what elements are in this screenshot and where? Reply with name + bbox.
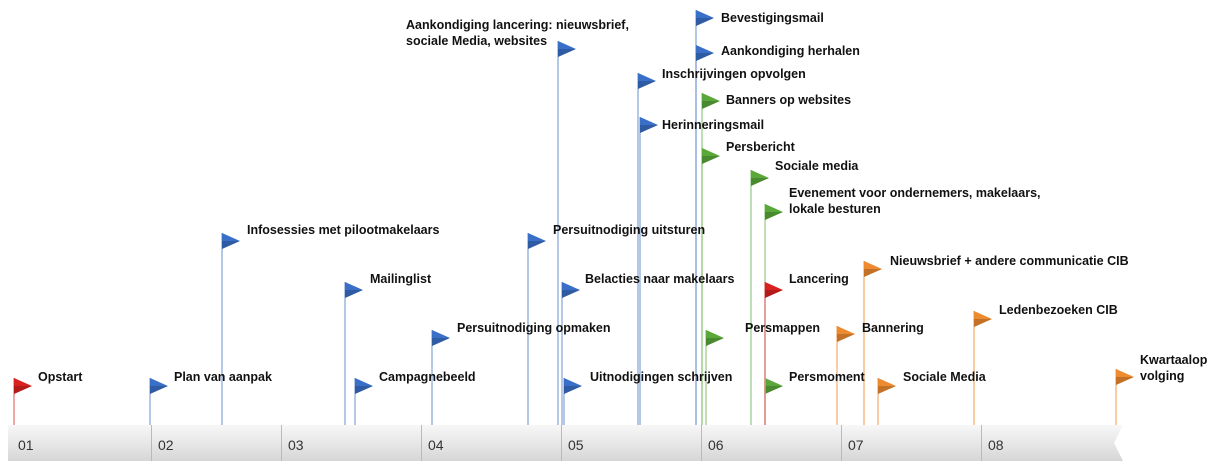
axis-tick xyxy=(151,425,152,461)
milestone-label: Aankondiging herhalen xyxy=(721,44,860,58)
milestone-flag-orange xyxy=(878,378,896,394)
milestone-flag-blue xyxy=(345,282,363,298)
milestone-label: Uitnodigingen schrijven xyxy=(590,370,733,384)
axis-tick xyxy=(841,425,842,461)
axis-tick xyxy=(701,425,702,461)
milestone-flag-blue xyxy=(562,282,580,298)
milestone-flag-blue xyxy=(696,45,714,61)
period-label: 08 xyxy=(988,437,1004,453)
milestone-flag-shade xyxy=(765,386,783,394)
milestone-label: Evenement voor ondernemers, makelaars, l… xyxy=(789,186,1041,216)
milestone-flag-green xyxy=(702,93,720,109)
period-label: 04 xyxy=(428,437,444,453)
milestone-label: Herinneringsmail xyxy=(662,118,765,132)
milestone-label: Bevestigingsmail xyxy=(721,11,824,25)
period-label: 05 xyxy=(568,437,584,453)
milestone-label: Sociale media xyxy=(775,159,859,173)
milestone-flag-blue xyxy=(640,117,658,133)
milestone-flag-shade xyxy=(1116,377,1134,385)
period-label: 02 xyxy=(158,437,174,453)
milestone-flag-blue xyxy=(432,330,450,346)
axis-tick xyxy=(981,425,982,461)
axis-tick xyxy=(421,425,422,461)
milestone-flag-shade xyxy=(765,212,783,220)
milestone-label: Campagnebeeld xyxy=(379,370,476,384)
milestone-flag-green xyxy=(751,170,769,186)
milestone-label: Banners op websites xyxy=(726,93,852,107)
milestone-flag-blue xyxy=(638,73,656,89)
timeline-axis xyxy=(8,425,1123,461)
milestone-flag-shade xyxy=(528,241,546,249)
milestone-flag-orange xyxy=(837,326,855,342)
milestone-flag-blue xyxy=(222,233,240,249)
milestone-flag-shade xyxy=(14,386,32,394)
milestone-label: Persmappen xyxy=(745,321,821,335)
milestone-flag-shade xyxy=(974,319,992,327)
milestone-flag-shade xyxy=(696,18,714,26)
milestone-flag-shade xyxy=(702,101,720,109)
milestone-label: Persuitnodiging opmaken xyxy=(457,321,611,335)
milestone-flag-shade xyxy=(837,334,855,342)
milestone-flag-green xyxy=(702,148,720,164)
period-label: 06 xyxy=(708,437,724,453)
milestone-flag-shade xyxy=(345,290,363,298)
milestone-label: Lancering xyxy=(789,272,849,286)
milestone-flag-shade xyxy=(222,241,240,249)
milestone-label: Persbericht xyxy=(726,140,795,154)
milestone-flag-shade xyxy=(706,338,724,346)
milestone-flag-shade xyxy=(150,386,168,394)
milestone-flag-shade xyxy=(562,290,580,298)
milestone-flag-green xyxy=(765,204,783,220)
milestone-label: Infosessies met pilootmakelaars xyxy=(247,223,440,237)
milestone-label: Sociale Media xyxy=(903,370,986,384)
milestone-flag-green xyxy=(706,330,724,346)
milestone-flag-blue xyxy=(150,378,168,394)
milestone-flag-shade xyxy=(878,386,896,394)
period-label: 01 xyxy=(18,437,34,453)
milestone-flag-orange xyxy=(864,261,882,277)
milestone-flag-shade xyxy=(751,178,769,186)
milestone-flag-blue xyxy=(696,10,714,26)
milestone-flag-orange xyxy=(974,311,992,327)
milestone-flag-blue xyxy=(564,378,582,394)
milestone-flag-shade xyxy=(702,156,720,164)
milestone-flag-shade xyxy=(432,338,450,346)
axis-tick xyxy=(281,425,282,461)
milestone-label: Inschrijvingen opvolgen xyxy=(662,67,806,81)
milestone-flag-shade xyxy=(638,81,656,89)
milestone-label: Persuitnodiging uitsturen xyxy=(553,223,706,237)
milestone-flag-shade xyxy=(558,49,576,57)
milestone-flag-blue xyxy=(528,233,546,249)
milestone-label: Ledenbezoeken CIB xyxy=(999,303,1118,317)
milestone-flag-red xyxy=(14,378,32,394)
milestone-flag-shade xyxy=(640,125,658,133)
period-label: 03 xyxy=(288,437,304,453)
milestone-label: Kwartaalop volging xyxy=(1140,353,1208,383)
milestone-label: Nieuwsbrief + andere communicatie CIB xyxy=(890,254,1129,268)
milestone-flag-red xyxy=(765,282,783,298)
milestone-flag-green xyxy=(765,378,783,394)
milestone-label: Persmoment xyxy=(789,370,865,384)
milestone-flag-blue xyxy=(558,41,576,57)
milestone-flag-shade xyxy=(355,386,373,394)
milestone-label: Mailinglist xyxy=(370,272,432,286)
milestone-label: Opstart xyxy=(38,370,83,384)
axis-tick xyxy=(561,425,562,461)
milestone-flag-shade xyxy=(765,290,783,298)
milestone-label: Aankondiging lancering: nieuwsbrief, soc… xyxy=(406,18,629,48)
milestone-label: Plan van aanpak xyxy=(174,370,272,384)
milestone-label: Bannering xyxy=(862,321,924,335)
milestone-flag-orange xyxy=(1116,369,1134,385)
milestone-flag-blue xyxy=(355,378,373,394)
milestone-flag-shade xyxy=(696,53,714,61)
milestone-label: Belacties naar makelaars xyxy=(585,272,735,286)
milestone-flag-shade xyxy=(864,269,882,277)
milestone-flag-shade xyxy=(564,386,582,394)
period-label: 07 xyxy=(848,437,864,453)
